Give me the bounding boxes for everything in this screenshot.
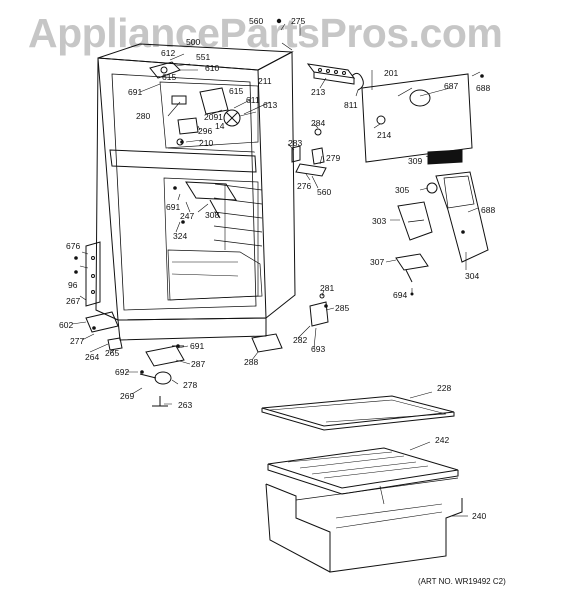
callout-2091: 2091 bbox=[204, 112, 223, 122]
callout-284: 284 bbox=[311, 118, 326, 128]
callout-228: 228 bbox=[437, 383, 452, 393]
callout-305: 305 bbox=[395, 185, 410, 195]
callout-210: 210 bbox=[199, 138, 214, 148]
cabinet-drawing bbox=[85, 43, 296, 341]
callout-613: 613 bbox=[263, 100, 278, 110]
control-panel-drawing bbox=[361, 73, 473, 165]
callout-296: 296 bbox=[198, 126, 213, 136]
callout-279: 279 bbox=[326, 153, 341, 163]
callout-282: 282 bbox=[293, 335, 308, 345]
callout-280: 280 bbox=[136, 111, 151, 121]
callout-213: 213 bbox=[311, 87, 326, 97]
callout-287: 287 bbox=[191, 359, 206, 369]
callout-612: 612 bbox=[161, 48, 176, 58]
callout-611: 611 bbox=[246, 95, 260, 105]
callout-676: 676 bbox=[66, 241, 81, 251]
callout-602: 602 bbox=[59, 320, 74, 330]
watermark: AppliancePartsPros.com bbox=[28, 10, 503, 56]
callout-214: 214 bbox=[377, 130, 392, 140]
callout-96: 96 bbox=[68, 280, 78, 290]
leader-lines bbox=[71, 23, 481, 517]
callout-500: 500 bbox=[186, 37, 201, 47]
bracket-parts-drawing bbox=[251, 128, 489, 353]
callout-309: 309 bbox=[408, 156, 423, 166]
callout-303: 303 bbox=[372, 216, 387, 226]
callout-688: 688 bbox=[481, 205, 496, 215]
callout-615: 615 bbox=[162, 72, 177, 82]
callout-263: 263 bbox=[178, 400, 193, 410]
fastener-dots bbox=[74, 18, 484, 374]
callout-14: 14 bbox=[215, 121, 225, 131]
callout-276: 276 bbox=[297, 181, 312, 191]
callout-201: 201 bbox=[384, 68, 399, 78]
callout-615: 615 bbox=[229, 86, 244, 96]
callout-551: 551 bbox=[196, 52, 211, 62]
callout-281: 281 bbox=[320, 283, 335, 293]
callout-288: 288 bbox=[244, 357, 259, 367]
callout-277: 277 bbox=[70, 336, 85, 346]
callout-560: 560 bbox=[249, 16, 264, 26]
callout-691: 691 bbox=[128, 87, 143, 97]
callout-240: 240 bbox=[472, 511, 487, 521]
callout-691: 691 bbox=[190, 341, 205, 351]
bottom-parts-drawing bbox=[85, 311, 185, 407]
callout-324: 324 bbox=[173, 231, 188, 241]
callout-691: 691 bbox=[166, 202, 181, 212]
callout-267: 267 bbox=[66, 296, 81, 306]
shelf-drawing bbox=[261, 395, 463, 573]
callout-560: 560 bbox=[317, 187, 332, 197]
callout-269: 269 bbox=[120, 391, 135, 401]
callout-247: 247 bbox=[180, 211, 195, 221]
callout-308: 308 bbox=[205, 210, 220, 220]
callout-610: 610 bbox=[205, 63, 220, 73]
callout-687: 687 bbox=[444, 81, 459, 91]
callout-304: 304 bbox=[465, 271, 480, 281]
callout-694: 694 bbox=[393, 290, 408, 300]
callout-275: 275 bbox=[291, 16, 306, 26]
art-number: (ART NO. WR19492 C2) bbox=[418, 577, 506, 586]
callout-278: 278 bbox=[183, 380, 198, 390]
callout-211: 211 bbox=[258, 76, 272, 86]
callout-283: 283 bbox=[288, 138, 303, 148]
callout-265: 265 bbox=[105, 348, 120, 358]
callout-307: 307 bbox=[370, 257, 385, 267]
callout-693: 693 bbox=[311, 344, 326, 354]
callout-242: 242 bbox=[435, 435, 450, 445]
callout-285: 285 bbox=[335, 303, 350, 313]
callout-692: 692 bbox=[115, 367, 130, 377]
callout-811: 811 bbox=[344, 100, 358, 110]
callout-688: 688 bbox=[476, 83, 491, 93]
top-parts-drawing bbox=[306, 63, 364, 91]
callout-264: 264 bbox=[85, 352, 100, 362]
